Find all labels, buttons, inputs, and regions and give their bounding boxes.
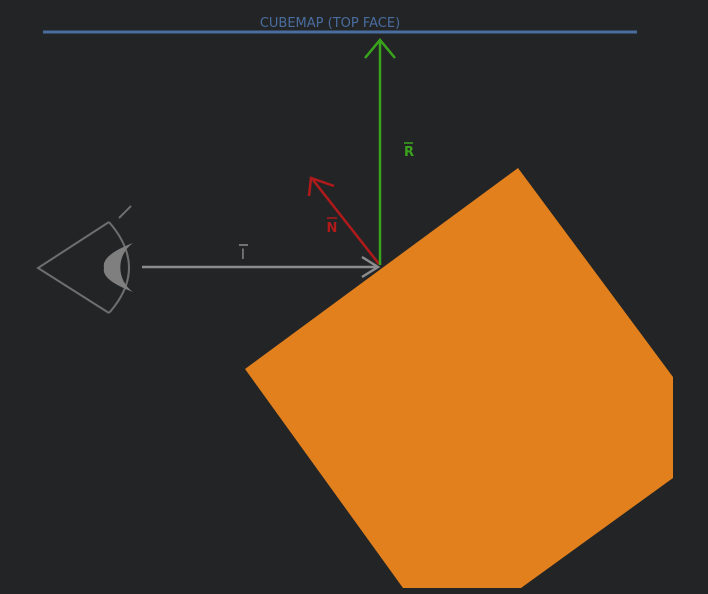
eye-icon	[36, 205, 133, 314]
incident-label: I	[241, 247, 245, 263]
reflective-object	[245, 168, 673, 588]
normal-label: N	[327, 221, 338, 236]
cubemap-title: CUBEMAP (TOP FACE)	[260, 16, 400, 31]
incident-vector	[142, 255, 381, 279]
reflected-label: R	[404, 145, 414, 160]
normal-vector	[307, 176, 380, 265]
reflected-vector	[364, 38, 396, 265]
